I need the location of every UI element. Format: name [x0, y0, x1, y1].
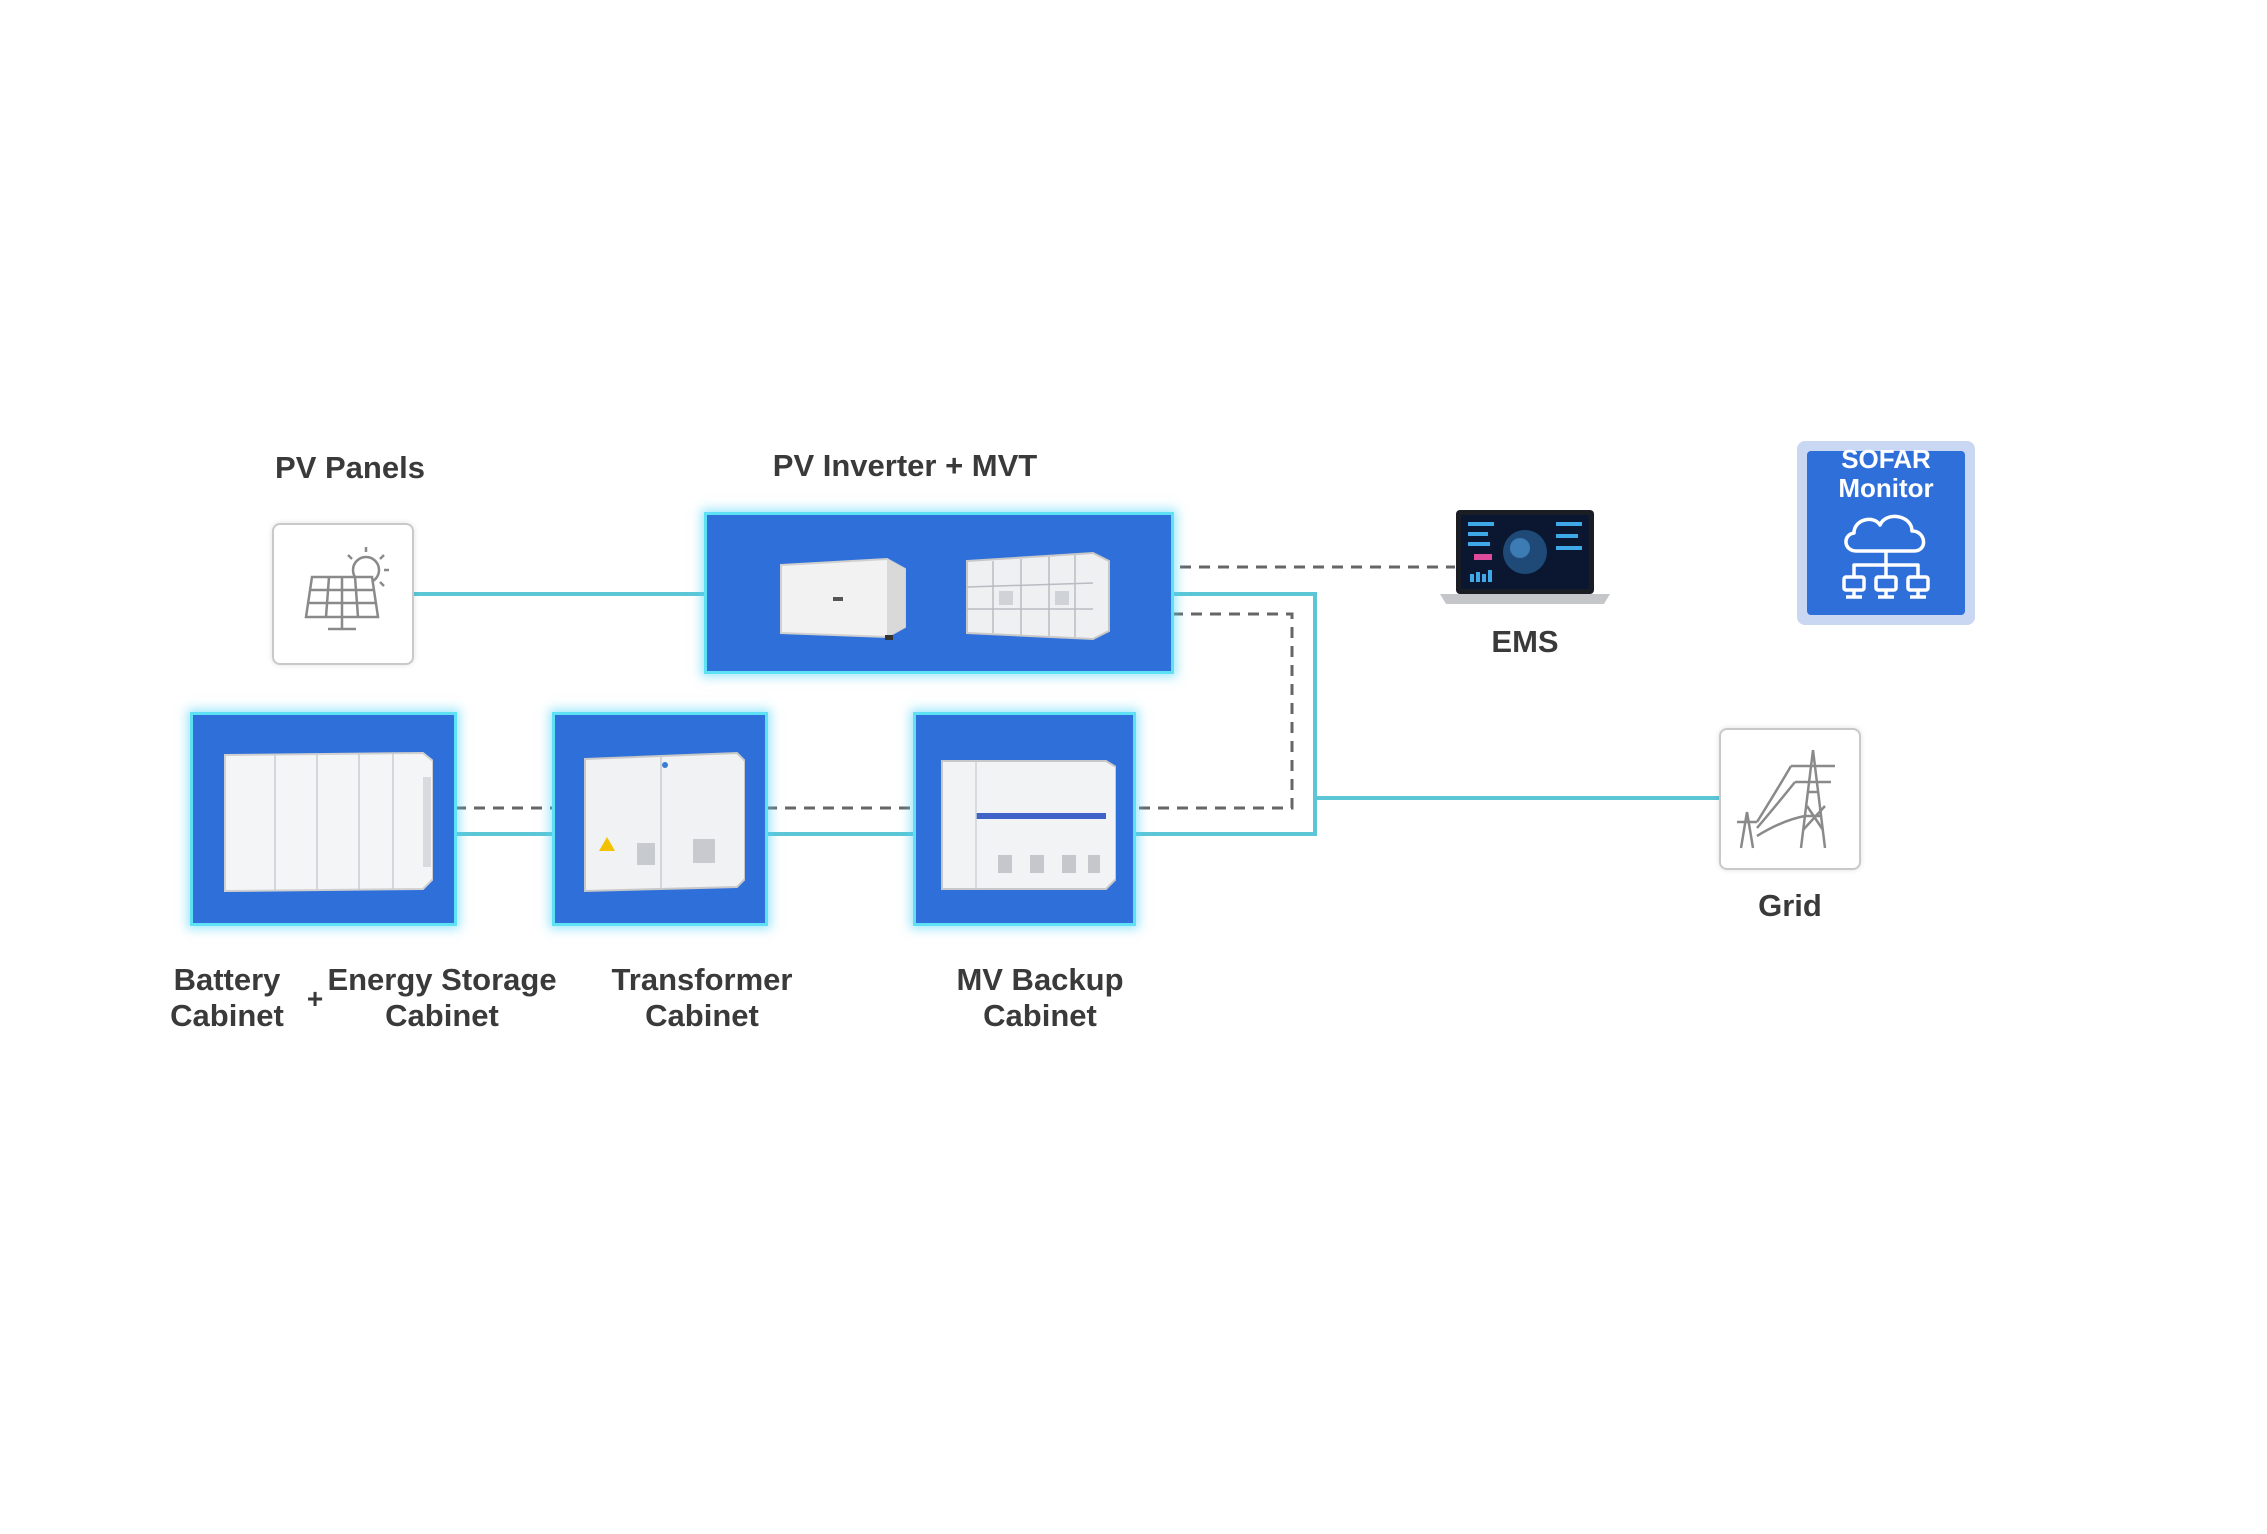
- mv-backup-cabinet-label-line2: Cabinet: [983, 998, 1097, 1033]
- ems-laptop-icon[interactable]: [1440, 508, 1610, 608]
- power-lines: [412, 592, 1720, 836]
- mvt-cabinet-image: [966, 551, 1110, 641]
- comm-lines: [455, 565, 1455, 810]
- energy-storage-label: Energy Storage Cabinet: [322, 962, 562, 1034]
- transformer-cabinet-label-line2: Cabinet: [645, 998, 759, 1033]
- solar-panel-sun-icon: [304, 547, 389, 631]
- transformer-cabinet-label: Transformer Cabinet: [592, 962, 812, 1034]
- pv-inverter-mvt-node[interactable]: [704, 512, 1174, 674]
- pv-panels-label: PV Panels: [275, 450, 425, 485]
- sofar-monitor-node[interactable]: SOFAR Monitor: [1797, 441, 1975, 625]
- plus-sign: +: [306, 983, 324, 1014]
- sofar-monitor-title-line2: Monitor: [1838, 473, 1934, 503]
- energy-storage-label-line1: Energy Storage: [327, 962, 557, 997]
- pv-panels-node[interactable]: [272, 523, 414, 665]
- transformer-cabinet-node[interactable]: [552, 712, 768, 926]
- energy-storage-node[interactable]: [190, 712, 457, 926]
- mv-backup-cabinet-label: MV Backup Cabinet: [930, 962, 1150, 1034]
- energy-storage-label-line2: Cabinet: [385, 998, 499, 1033]
- line-inverter-to-bus: [1132, 592, 1317, 836]
- mv-backup-cabinet-label-line1: MV Backup: [956, 962, 1124, 997]
- sofar-monitor-title: SOFAR Monitor: [1797, 445, 1975, 503]
- battery-cabinet-label-line2: Cabinet: [170, 998, 284, 1033]
- transmission-tower-icon: [1737, 749, 1835, 849]
- transformer-cabinet-image: [584, 751, 745, 893]
- grid-node[interactable]: [1719, 728, 1861, 870]
- pv-inverter-mvt-label: PV Inverter + MVT: [772, 448, 1038, 483]
- mv-backup-cabinet-node[interactable]: [913, 712, 1136, 926]
- ems-label: EMS: [1491, 624, 1559, 659]
- grid-label: Grid: [1758, 888, 1822, 923]
- pv-inverter-image: [780, 557, 906, 640]
- transformer-cabinet-label-line1: Transformer: [611, 962, 793, 997]
- mv-backup-cabinet-image: [941, 760, 1116, 890]
- cloud-network-icon: [1842, 514, 1930, 599]
- battery-cabinet-label-line1: Battery: [173, 962, 281, 997]
- battery-cabinet-label: Battery Cabinet: [162, 962, 292, 1034]
- comm-inverter-to-bus: [1132, 612, 1294, 810]
- storage-cabinet-image: [224, 751, 433, 893]
- sofar-monitor-title-line1: SOFAR: [1841, 444, 1931, 474]
